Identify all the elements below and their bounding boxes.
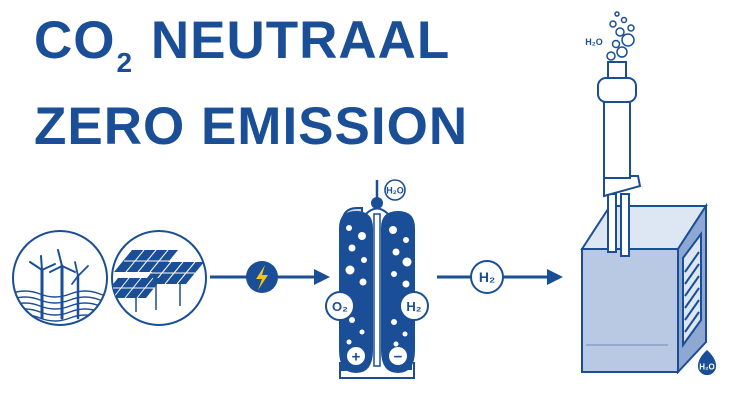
hydrogen-label: H₂	[406, 299, 421, 314]
steam-bubbles	[606, 11, 635, 61]
oxygen-label: O₂	[332, 299, 348, 314]
title-neutraal: NEUTRAAL	[150, 11, 451, 70]
drip-water-label: H₂O	[699, 363, 715, 372]
electrolyzer-water-label: H₂O	[386, 186, 404, 196]
title-line-2: ZERO EMISSION	[34, 97, 469, 156]
plus-label: +	[352, 349, 361, 366]
hydrogen-badge: H₂	[399, 291, 429, 321]
hydrogen-pipe-badge: H₂	[470, 260, 504, 294]
oxygen-badge: O₂	[325, 291, 355, 321]
electrolyzer-icon: H₂O O₂ H₂ + −	[325, 179, 429, 379]
title-co: CO	[34, 11, 116, 70]
pipe-hydrogen-label: H₂	[479, 269, 495, 285]
vent-grille	[682, 231, 702, 349]
lightning-icon	[246, 261, 278, 293]
water-drop-icon: H₂O	[698, 340, 716, 375]
title-subscript: 2	[116, 47, 134, 78]
minus-terminal: −	[389, 347, 407, 366]
water-inlet-badge: H₂O	[384, 179, 406, 201]
fuel-cell-generator-icon: H₂O H₂O	[580, 11, 716, 375]
title-line-1: CO2 NEUTRAAL	[34, 11, 451, 77]
plus-terminal: +	[347, 347, 365, 366]
wind-turbines-icon	[12, 230, 108, 326]
minus-label: −	[394, 349, 403, 366]
exhaust-water-label: H₂O	[585, 37, 603, 47]
arrow-to-electrolyzer	[210, 261, 330, 293]
arrow-to-generator: H₂	[437, 260, 563, 294]
solar-panels-icon	[111, 230, 207, 326]
